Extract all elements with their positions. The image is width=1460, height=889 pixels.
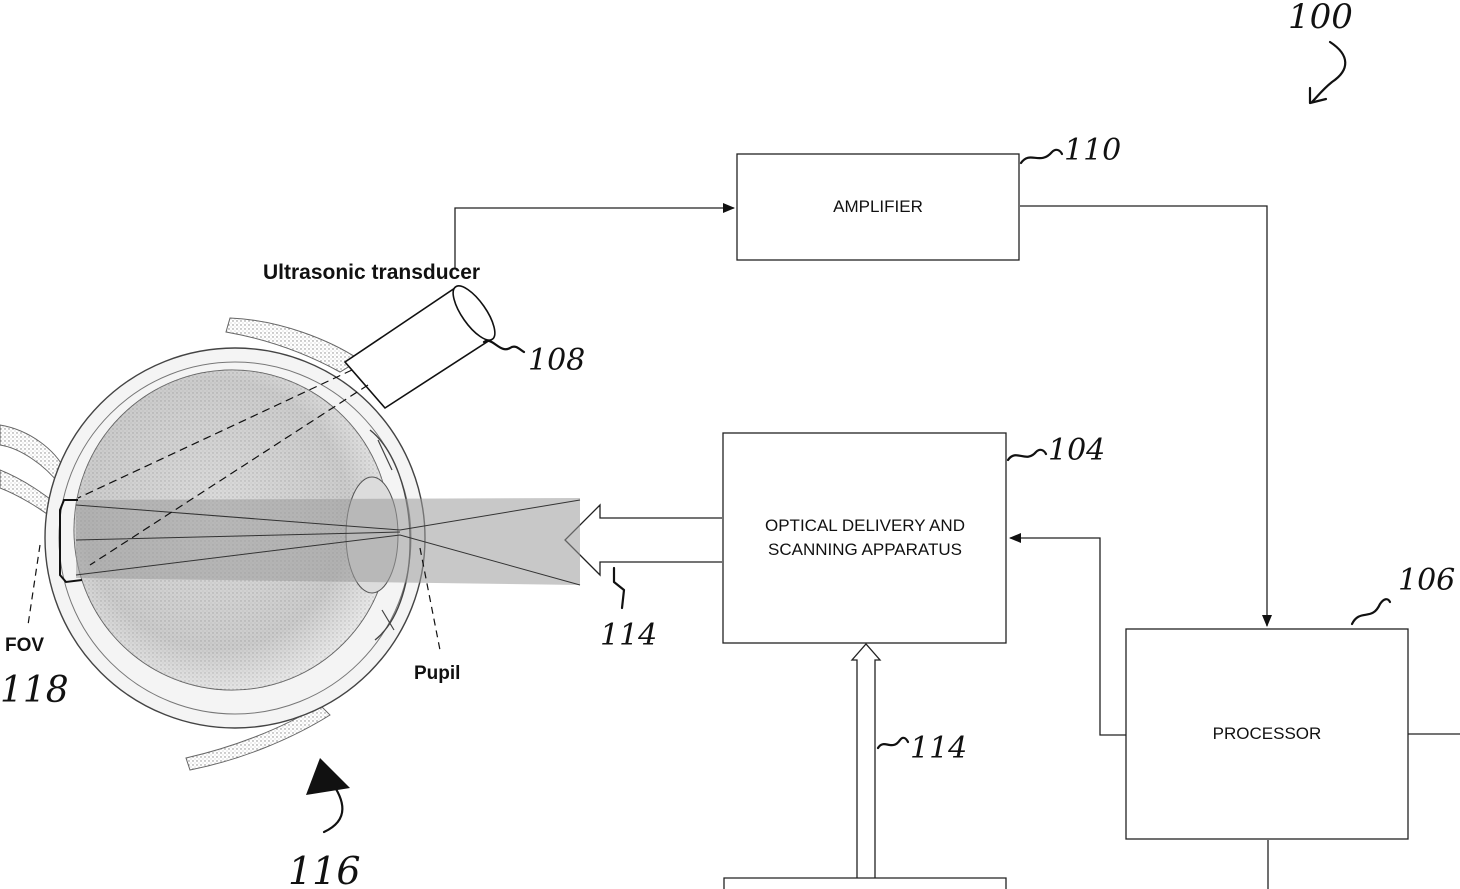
processor-ref: 106 — [1398, 563, 1455, 598]
processor-to-optical-connector — [1010, 538, 1126, 735]
beam-ref-left: 114 — [600, 618, 657, 653]
figure-ref-arrow — [1312, 42, 1345, 102]
amplifier-label: AMPLIFIER — [833, 197, 923, 216]
transducer-label: Ultrasonic transducer — [263, 261, 480, 284]
processor-block: PROCESSOR 106 — [1126, 563, 1460, 889]
figure-ref-100-label: 100 — [1288, 0, 1353, 37]
processor-label: PROCESSOR — [1213, 724, 1322, 743]
optical-delivery-label-line2: SCANNING APPARATUS — [768, 540, 962, 559]
optical-ref-squiggle — [1008, 450, 1046, 460]
figure-ref-100: 100 — [1288, 0, 1353, 103]
bottom-beam-ref: 114 — [910, 731, 967, 766]
optical-delivery-box — [723, 433, 1006, 643]
transducer-ref-squiggle — [484, 341, 524, 352]
amplifier-block: AMPLIFIER 110 — [737, 133, 1121, 260]
beam-ref-left-squiggle — [614, 568, 624, 608]
fov-leader — [28, 545, 40, 625]
eye-ref: 116 — [288, 849, 361, 889]
bottom-beam-ref-squiggle — [878, 738, 908, 748]
optical-output-hollow-arrow — [565, 505, 722, 575]
amplifier-to-processor-connector — [1020, 206, 1267, 626]
fov-label: FOV — [5, 635, 44, 656]
optical-delivery-label-line1: OPTICAL DELIVERY AND — [765, 516, 965, 535]
bottom-source-block: 114 — [724, 644, 1006, 889]
amplifier-ref-squiggle — [1021, 150, 1062, 163]
processor-ref-squiggle — [1352, 599, 1390, 624]
eye-ref-arrowhead — [306, 758, 350, 795]
transducer-ref: 108 — [528, 343, 585, 378]
pupil-label: Pupil — [414, 663, 460, 684]
fov-ref: 118 — [0, 670, 69, 711]
eye-illustration: Ultrasonic transducer 108 FOV 118 Pupil … — [0, 261, 657, 889]
bottom-hollow-arrow — [852, 644, 880, 878]
transducer-to-amplifier-connector — [455, 208, 734, 268]
bottom-source-box — [724, 878, 1006, 889]
optical-ref: 104 — [1048, 433, 1105, 468]
amplifier-ref: 110 — [1064, 133, 1121, 168]
